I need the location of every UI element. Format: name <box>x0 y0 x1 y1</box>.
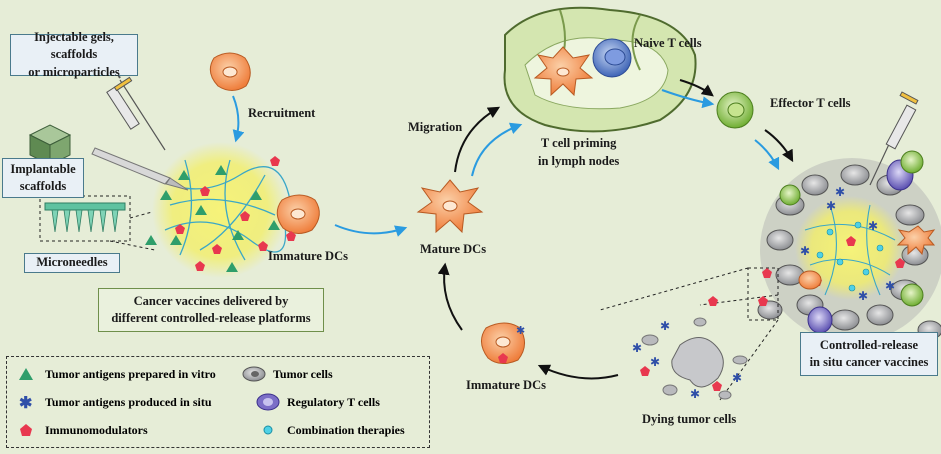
to-tumor-arrow-black <box>764 129 794 163</box>
svg-text:✱: ✱ <box>690 387 700 401</box>
immunomodulator-markers <box>708 268 772 306</box>
return-arrow <box>537 364 619 380</box>
mature-dc-icon <box>416 179 484 234</box>
zoom-lines <box>599 267 779 401</box>
cycle-arrow-up <box>437 262 463 331</box>
microneedles-label: Microneedles <box>24 253 120 273</box>
effector-t-cells-label: Effector T cells <box>770 96 851 110</box>
svg-text:✱: ✱ <box>732 371 742 385</box>
legend: Tumor antigens prepared in vitro ✱ Tumor… <box>6 356 430 448</box>
mature-dcs-label: Mature DCs <box>420 242 487 256</box>
syringe-icon <box>106 65 166 151</box>
legend-item-antigen-vitro: Tumor antigens prepared in vitro <box>13 365 216 383</box>
svg-text:✱: ✱ <box>632 341 642 355</box>
to-mature-arrow <box>334 224 408 237</box>
red-pentagon-icon <box>20 424 32 436</box>
immature-dcs-label: Immature DCs <box>268 249 348 263</box>
cyan-dot-icon <box>263 425 273 435</box>
legend-item-tumor-cells: Tumor cells <box>241 365 333 383</box>
recruited-dc-icon <box>209 52 251 91</box>
recruitment-arrow <box>232 95 245 143</box>
blue-star-icon: ✱ <box>19 395 32 411</box>
effector-t-cell-icon <box>716 91 754 129</box>
vaccine-gel-cluster <box>145 142 291 278</box>
svg-text:✱: ✱ <box>868 219 878 233</box>
migration-arrow-black <box>454 106 501 173</box>
svg-text:✱: ✱ <box>800 244 810 258</box>
regulatory-t-cell-icon <box>256 393 280 411</box>
lymph-node-icon <box>503 6 697 133</box>
green-triangle-icon <box>19 368 33 380</box>
svg-text:✱: ✱ <box>19 395 32 411</box>
tumor-mass-icon: ✱✱ ✱✱ ✱✱ <box>757 91 941 342</box>
legend-item-combination: Combination therapies <box>255 421 405 439</box>
to-tumor-arrow-blue <box>754 139 780 171</box>
injectable-label: Injectable gels, scaffolds or microparti… <box>10 30 138 79</box>
legend-item-antigen-situ: ✱ Tumor antigens produced in situ <box>13 393 212 412</box>
immature-dc-icon <box>276 194 320 241</box>
svg-text:✱: ✱ <box>835 185 845 199</box>
immature-dc-bottom-icon: ✱ <box>481 322 525 364</box>
migration-arrow-blue <box>471 122 523 177</box>
legend-item-immunomodulators: Immunomodulators <box>13 421 148 439</box>
legend-item-regulatory-t: Regulatory T cells <box>255 393 380 411</box>
dying-tumor-cells-label: Dying tumor cells <box>642 412 737 426</box>
svg-text:✱: ✱ <box>858 289 868 303</box>
naive-t-cells-label: Naive T cells <box>634 36 702 50</box>
dying-tumor-cells-icon: ✱ ✱ ✱ ✱ ✱ <box>632 317 748 401</box>
svg-text:✱: ✱ <box>516 325 525 337</box>
microneedle-patch-icon <box>39 195 156 251</box>
to-effector-arrow-blue <box>661 89 715 109</box>
svg-text:✱: ✱ <box>650 355 660 369</box>
controlled-release-label: Controlled-release in situ cancer vaccin… <box>800 332 938 376</box>
svg-text:✱: ✱ <box>885 279 895 293</box>
scalpel-icon <box>91 147 189 191</box>
to-effector-arrow-black <box>679 79 714 97</box>
implantable-label: Implantable scaffolds <box>2 158 84 198</box>
svg-text:✱: ✱ <box>826 199 836 213</box>
cancer-vaccines-label: Cancer vaccines delivered by different c… <box>98 288 324 332</box>
migration-label: Migration <box>408 120 463 134</box>
t-cell-priming-label: T cell priming in lymph nodes <box>538 136 620 169</box>
svg-text:✱: ✱ <box>660 319 670 333</box>
recruitment-label: Recruitment <box>248 106 316 120</box>
tumor-cell-icon <box>242 366 266 382</box>
immature-dcs-bottom-label: Immature DCs <box>466 378 546 392</box>
